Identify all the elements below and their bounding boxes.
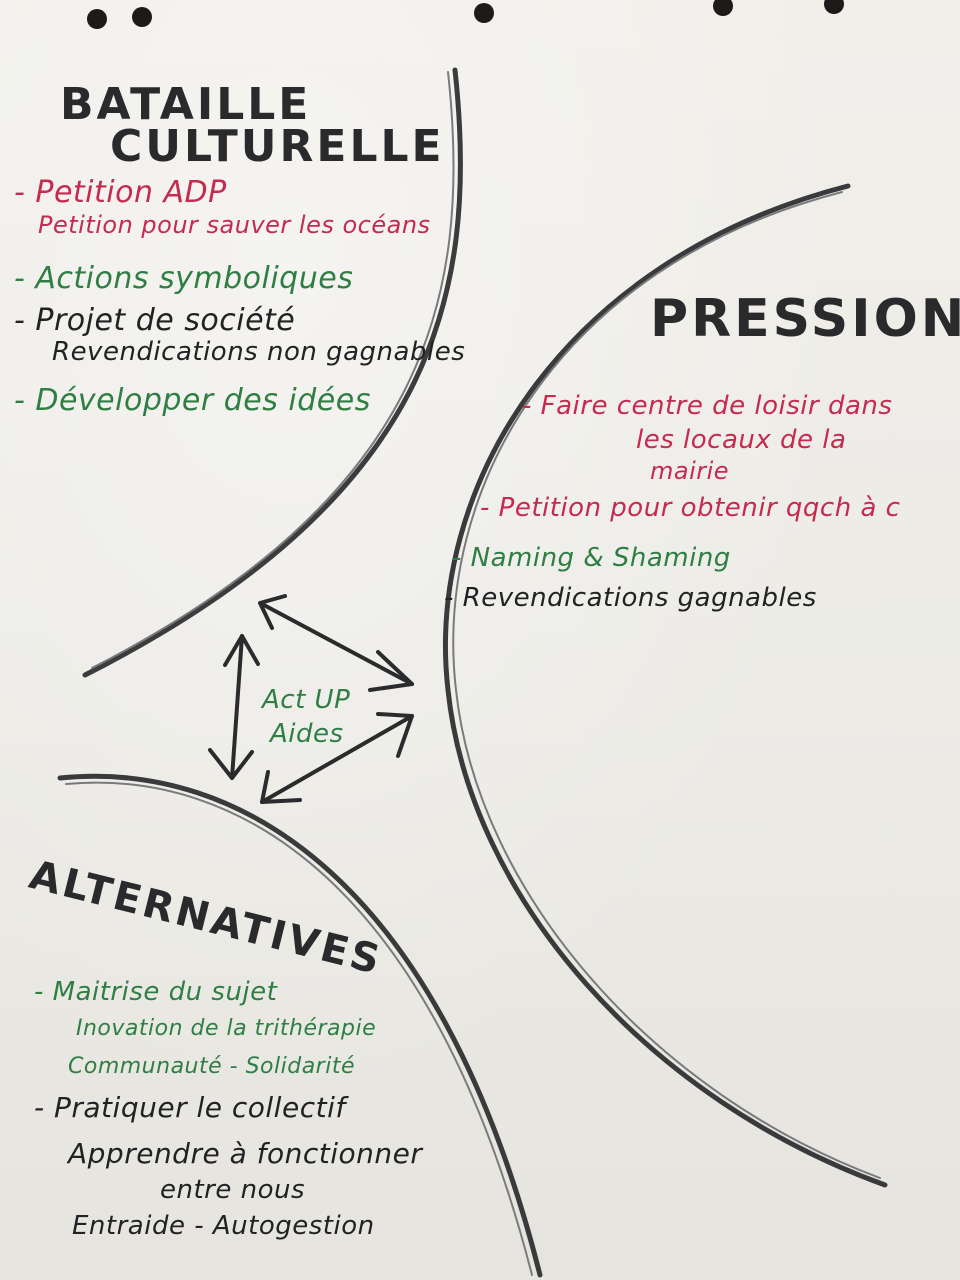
binder-hole-5 [824,0,844,14]
alternatives-item-7: Entraide - Autogestion [72,1211,375,1241]
bataille-item-6: - Développer des idées [14,383,371,418]
binder-hole-4 [713,0,733,16]
binder-hole-2 [132,7,152,27]
center-label-line2: Aides [270,719,344,749]
pression-item-2: les locaux de la [636,425,847,455]
binder-hole-1 [87,9,107,29]
bataille-item-3: - Actions symboliques [14,261,354,296]
alternatives-item-2: Inovation de la trithérapie [76,1016,377,1041]
bataille-item-2: Petition pour sauver les océans [38,211,431,239]
pression-item-1: - Faire centre de loisir dans [522,391,893,421]
pression-item-5: - Naming & Shaming [452,543,731,573]
curve-bottom-left-stroke2 [65,781,533,1276]
alternatives-item-1: - Maitrise du sujet [34,977,278,1007]
pression-item-3: mairie [650,457,730,485]
bataille-item-5: Revendications non gagnables [52,337,466,367]
pression-item-4: - Petition pour obtenir qqch à c [480,493,901,523]
alternatives-item-4: - Pratiquer le collectif [34,1091,346,1124]
pression-title: PRESSION [650,289,960,349]
curve-top-left-stroke2 [91,71,455,669]
alternatives-item-3: Communauté - Solidarité [68,1054,355,1079]
curve-right [442,183,888,1188]
pression-item-6: - Revendications gagnables [444,583,817,613]
bataille-item-4: - Projet de société [14,303,296,338]
curve-bottom-left [57,773,543,1278]
triangle-arrows [208,594,414,804]
bataille-title-line2: CULTURELLE [110,121,445,172]
curve-top-left [82,67,463,678]
bataille-item-1: - Petition ADP [14,175,227,210]
alternatives-item-5: Apprendre à fonctionner [68,1137,423,1170]
center-label-line1: Act UP [262,685,351,715]
alternatives-item-6: entre nous [160,1175,306,1205]
bataille-title-line1: BATAILLE [60,79,312,130]
curve-right-stroke2 [452,191,881,1179]
binder-hole-3 [474,3,494,23]
